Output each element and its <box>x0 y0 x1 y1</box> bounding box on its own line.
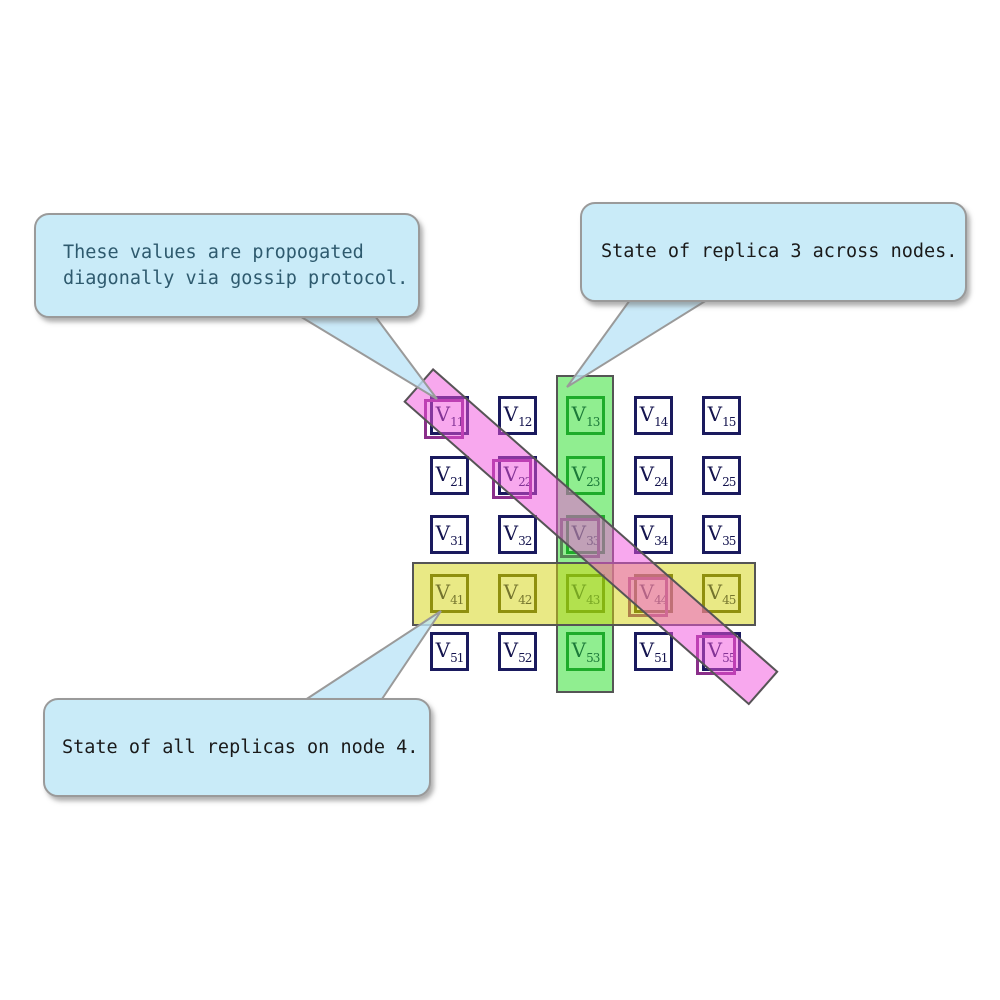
cell-label: V32 <box>503 520 533 548</box>
matrix-cell: V15 <box>702 396 741 435</box>
callout-text-line: State of all replicas on node 4. <box>62 736 419 758</box>
column-callout-tail <box>566 299 711 388</box>
cell-label: V24 <box>639 461 669 489</box>
matrix-cell: V52 <box>498 632 537 671</box>
matrix-cell: V34 <box>634 515 673 554</box>
matrix-cell: V24 <box>634 456 673 495</box>
matrix-cell: V21 <box>430 456 469 495</box>
node-row-callout: State of all replicas on node 4. <box>43 698 431 797</box>
matrix-cell: V14 <box>634 396 673 435</box>
matrix-cell: V12 <box>498 396 537 435</box>
matrix-cell: V25 <box>702 456 741 495</box>
matrix-cell: V35 <box>702 515 741 554</box>
matrix-cell: V32 <box>498 515 537 554</box>
cell-label: V51 <box>435 637 465 665</box>
callout-text-line: diagonally via gossip protocol. <box>63 267 409 289</box>
callout-text-line: State of replica 3 across nodes. <box>601 241 958 262</box>
callout-text-line: These values are propogated <box>63 241 364 263</box>
cell-label: V12 <box>503 401 533 429</box>
cell-label: V21 <box>435 461 465 489</box>
matrix-cell: V31 <box>430 515 469 554</box>
cell-label: V31 <box>435 520 465 548</box>
cell-label: V52 <box>503 637 533 665</box>
diagonal-gossip-callout: These values are propogated diagonally v… <box>34 213 420 318</box>
replica-column-callout: State of replica 3 across nodes. <box>580 202 967 302</box>
matrix-cell: V51 <box>634 632 673 671</box>
cell-label: V14 <box>639 401 669 429</box>
cell-label: V35 <box>707 520 737 548</box>
cell-label: V34 <box>639 520 669 548</box>
cell-label: V25 <box>707 461 737 489</box>
cell-label: V15 <box>707 401 737 429</box>
cell-label: V51 <box>639 637 669 665</box>
matrix-cell: V51 <box>430 632 469 671</box>
